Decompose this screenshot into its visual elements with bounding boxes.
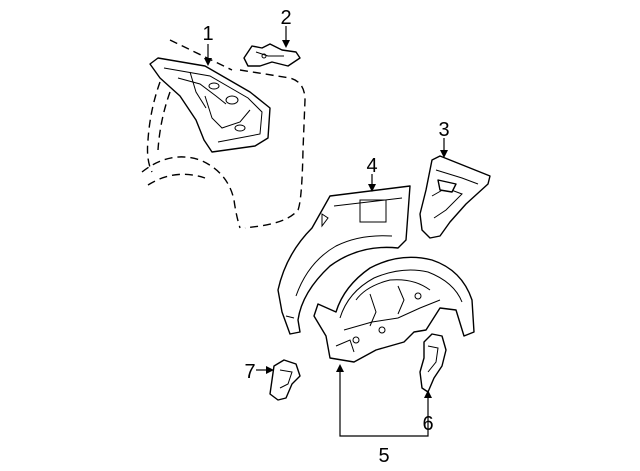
part-3-panel bbox=[419, 155, 491, 239]
part-1-quarter-inner-panel bbox=[149, 57, 271, 153]
part-2-bracket bbox=[243, 43, 301, 67]
part-7-clip bbox=[269, 359, 301, 401]
callout-3: 3 bbox=[438, 119, 449, 141]
part-5-wheelhouse-inner bbox=[313, 256, 475, 363]
part-4-wheelhouse-outer bbox=[277, 185, 411, 335]
leader-lines bbox=[204, 26, 448, 437]
callout-7: 7 bbox=[244, 361, 255, 383]
callout-5: 5 bbox=[378, 445, 389, 467]
callout-2: 2 bbox=[280, 7, 291, 29]
body-outline-dashed bbox=[141, 39, 306, 229]
callout-6: 6 bbox=[422, 413, 433, 435]
callout-1: 1 bbox=[202, 23, 213, 45]
callout-4: 4 bbox=[366, 155, 377, 177]
part-6-bracket bbox=[419, 333, 447, 393]
